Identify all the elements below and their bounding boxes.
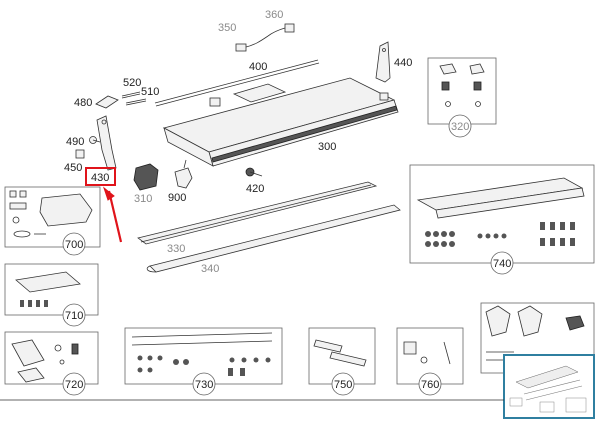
callout-430: 430	[91, 172, 109, 184]
kit-label-720: 720	[65, 379, 83, 391]
callout-900: 900	[168, 192, 186, 204]
kit-label-740: 740	[493, 258, 511, 270]
kit-720-box	[4, 331, 99, 396]
kit-710-box	[4, 263, 99, 327]
callout-330: 330	[167, 243, 185, 255]
part-480-cover	[95, 95, 119, 109]
kit-label-750: 750	[334, 379, 352, 391]
callout-480: 480	[74, 97, 92, 109]
part-490-bolt	[89, 136, 101, 144]
part-300-housing	[162, 77, 399, 167]
overview-thumbnail[interactable]	[503, 354, 595, 419]
part-510-pin	[125, 98, 147, 106]
red-arrow-icon	[102, 186, 123, 243]
callout-520: 520	[123, 77, 141, 89]
kit-label-320: 320	[451, 121, 469, 133]
part-360-connector	[267, 23, 295, 37]
callout-350: 350	[218, 22, 236, 34]
part-350-connector	[235, 35, 269, 52]
part-900-label	[174, 159, 193, 189]
kit-label-730: 730	[195, 379, 213, 391]
kit-label-760: 760	[421, 379, 439, 391]
callout-440: 440	[394, 57, 412, 69]
kit-740-box	[409, 164, 595, 275]
part-400-rod	[154, 59, 320, 107]
part-440-bracket	[375, 41, 391, 83]
highlight-box-430	[85, 167, 116, 186]
part-430-arm	[96, 115, 117, 171]
kit-760-box	[396, 327, 464, 396]
kit-320-box	[427, 57, 497, 138]
callout-360: 360	[265, 9, 283, 21]
callout-400: 400	[249, 61, 267, 73]
callout-510: 510	[141, 86, 159, 98]
part-310-bracket	[133, 163, 159, 191]
callout-310: 310	[134, 193, 152, 205]
kit-label-700: 700	[65, 239, 83, 251]
callout-450: 450	[64, 162, 82, 174]
part-450-nut	[75, 149, 85, 159]
part-340-rail	[146, 204, 401, 273]
callout-340: 340	[201, 263, 219, 275]
part-520-pin	[121, 91, 141, 99]
part-420-screw	[245, 167, 263, 177]
callout-490: 490	[66, 136, 84, 148]
kit-750-box	[308, 327, 376, 396]
callout-300: 300	[318, 141, 336, 153]
kit-730-box	[124, 327, 283, 396]
callout-420: 420	[246, 183, 264, 195]
kit-label-710: 710	[65, 310, 83, 322]
part-330-rail	[137, 181, 378, 245]
kit-700-box	[4, 186, 101, 256]
